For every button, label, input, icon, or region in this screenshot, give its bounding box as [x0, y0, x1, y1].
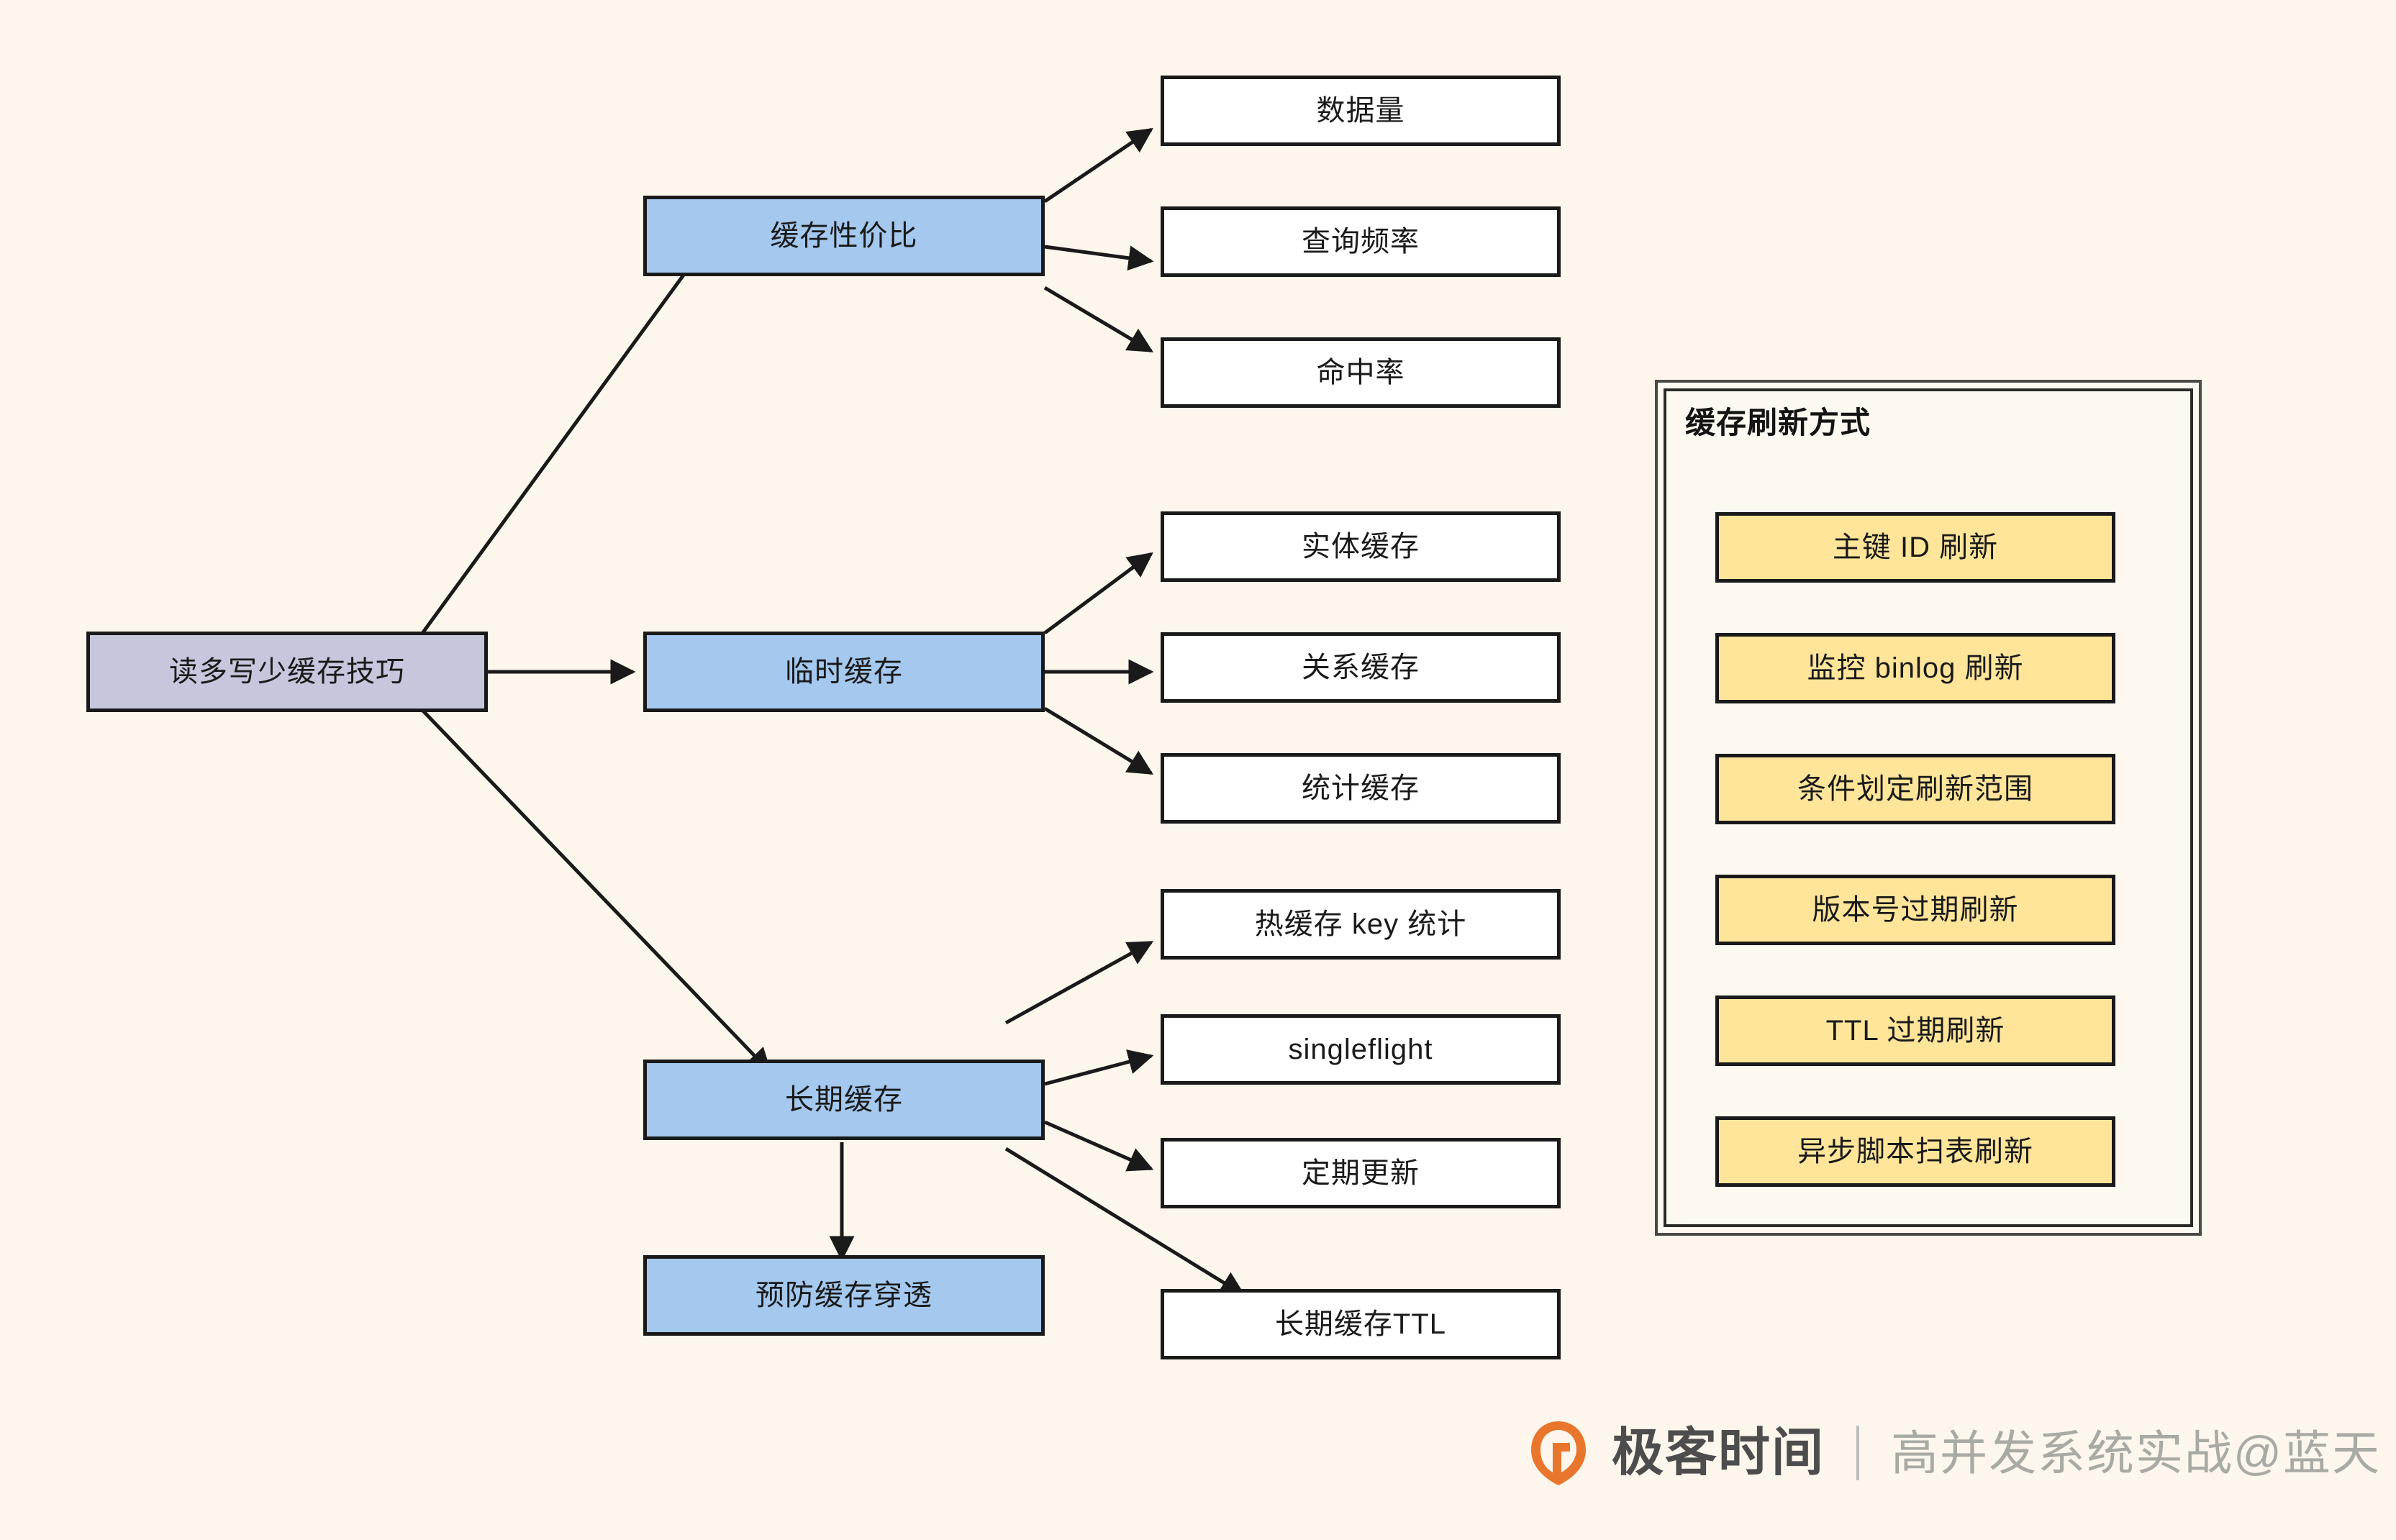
watermark-brand: 极客时间	[1612, 1424, 1825, 1482]
leaf-node-relation-cache[interactable]: 关系缓存	[1161, 632, 1561, 703]
refresh-methods-panel: 缓存刷新方式 主键 ID 刷新 监控 binlog 刷新 条件划定刷新范围 版本…	[1655, 380, 2202, 1236]
leaf-node-label: 查询频率	[1302, 226, 1420, 258]
refresh-item-label: TTL 过期刷新	[1825, 1015, 2005, 1047]
refresh-item-label: 版本号过期刷新	[1812, 894, 2019, 926]
leaf-node-label: 定期更新	[1302, 1157, 1420, 1189]
leaf-node-label: 关系缓存	[1302, 652, 1420, 683]
branch-node-label: 长期缓存	[785, 1084, 903, 1116]
branch-node-cost-performance[interactable]: 缓存性价比	[643, 196, 1045, 276]
refresh-item-label: 异步脚本扫表刷新	[1797, 1136, 2033, 1167]
leaf-node-label: 统计缓存	[1302, 773, 1420, 804]
branch-node-long-term-cache[interactable]: 长期缓存	[643, 1060, 1045, 1140]
leaf-node-label: 实体缓存	[1302, 531, 1420, 562]
branch-node-label: 临时缓存	[785, 656, 903, 688]
leaf-node-query-frequency[interactable]: 查询频率	[1161, 206, 1561, 277]
leaf-node-label: 数据量	[1316, 95, 1405, 127]
refresh-item-ttl-expiry[interactable]: TTL 过期刷新	[1715, 995, 2115, 1066]
leaf-node-long-term-ttl[interactable]: 长期缓存TTL	[1161, 1289, 1561, 1359]
branch-node-label: 缓存性价比	[770, 220, 918, 252]
refresh-item-label: 监控 binlog 刷新	[1807, 652, 2024, 684]
leaf-node-label: singleflight	[1288, 1034, 1433, 1065]
refresh-item-conditional-scope[interactable]: 条件划定刷新范围	[1715, 754, 2115, 824]
refresh-item-binlog-monitor[interactable]: 监控 binlog 刷新	[1715, 633, 2115, 703]
root-node[interactable]: 读多写少缓存技巧	[86, 632, 488, 712]
leaf-node-label: 热缓存 key 统计	[1254, 908, 1467, 940]
leaf-node-label: 命中率	[1316, 357, 1405, 388]
refresh-item-primary-key-id[interactable]: 主键 ID 刷新	[1715, 512, 2115, 583]
branch-node-label: 预防缓存穿透	[755, 1280, 932, 1311]
branch-node-prevent-penetration[interactable]: 预防缓存穿透	[643, 1255, 1045, 1336]
refresh-item-async-table-scan[interactable]: 异步脚本扫表刷新	[1715, 1116, 2115, 1187]
leaf-node-entity-cache[interactable]: 实体缓存	[1161, 511, 1561, 582]
geekbang-logo-icon	[1524, 1418, 1593, 1487]
leaf-node-hot-key-statistics[interactable]: 热缓存 key 统计	[1161, 889, 1561, 960]
refresh-item-label: 条件划定刷新范围	[1797, 773, 2033, 805]
leaf-node-periodic-update[interactable]: 定期更新	[1161, 1138, 1561, 1208]
branch-node-temporary-cache[interactable]: 临时缓存	[643, 632, 1045, 712]
leaf-node-data-volume[interactable]: 数据量	[1161, 76, 1561, 146]
watermark-divider	[1856, 1426, 1860, 1480]
leaf-node-label: 长期缓存TTL	[1274, 1308, 1447, 1340]
leaf-node-singleflight[interactable]: singleflight	[1161, 1014, 1561, 1085]
root-node-label: 读多写少缓存技巧	[169, 656, 405, 688]
leaf-node-hit-rate[interactable]: 命中率	[1161, 337, 1561, 408]
watermark: 极客时间 高并发系统实战@蓝天	[1524, 1418, 2381, 1487]
watermark-course: 高并发系统实战@蓝天	[1891, 1426, 2382, 1480]
panel-title: 缓存刷新方式	[1685, 406, 1871, 439]
refresh-item-version-expiry[interactable]: 版本号过期刷新	[1715, 875, 2115, 945]
refresh-item-label: 主键 ID 刷新	[1832, 532, 1999, 563]
leaf-node-statistics-cache[interactable]: 统计缓存	[1161, 753, 1561, 824]
